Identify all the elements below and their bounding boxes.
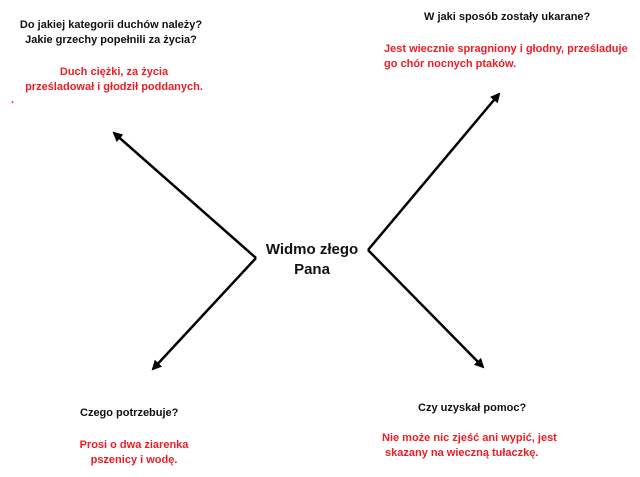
answer-line: Prosi o dwa ziarenka <box>79 439 189 451</box>
answer-line: pszenicy i wodę. <box>90 454 178 466</box>
stray-mark: . <box>11 94 15 106</box>
bottom-left-question: Czego potrzebuje? <box>80 407 179 419</box>
central-topic-line2: Pana <box>294 261 330 278</box>
answer-line: Duch ciężki, za życia <box>59 66 169 78</box>
arrow-top-left <box>112 131 257 259</box>
top-left-question: Do jakiej kategorii duchów należy? Jakie… <box>6 18 216 48</box>
answer-line: Jest wiecznie spragniony i głodny, prześ… <box>384 43 628 55</box>
question-line: Jakie grzechy popełnili za życia? <box>25 34 197 46</box>
arrow-bottom-left <box>151 257 257 371</box>
answer-line: prześladował i głodził poddanych. <box>25 81 203 93</box>
top-right-question: W jaki sposób zostały ukarane? <box>424 11 591 23</box>
answer-line: skazany na wieczną tułaczkę. <box>385 447 539 459</box>
bottom-right-question: Czy uzyskał pomoc? <box>418 402 527 414</box>
arrow-top-right <box>367 92 501 251</box>
question-line: Do jakiej kategorii duchów należy? <box>19 19 203 31</box>
top-left-answer: Duch ciężki, za życia prześladował i gło… <box>14 65 214 95</box>
answer-line: Nie może nic zjeść ani wypić, jest <box>382 432 557 444</box>
bottom-right-answer: Nie może nic zjeść ani wypić, jest skaza… <box>382 431 557 461</box>
central-topic-line1: Widmo złego <box>265 241 359 258</box>
top-right-answer: Jest wiecznie spragniony i głodny, prześ… <box>384 42 628 72</box>
bottom-left-answer: Prosi o dwa ziarenka pszenicy i wodę. <box>64 438 204 468</box>
central-topic: Widmo złego Pana <box>252 240 372 280</box>
arrow-bottom-right <box>367 249 485 369</box>
answer-line: go chór nocnych ptaków. <box>384 58 517 70</box>
